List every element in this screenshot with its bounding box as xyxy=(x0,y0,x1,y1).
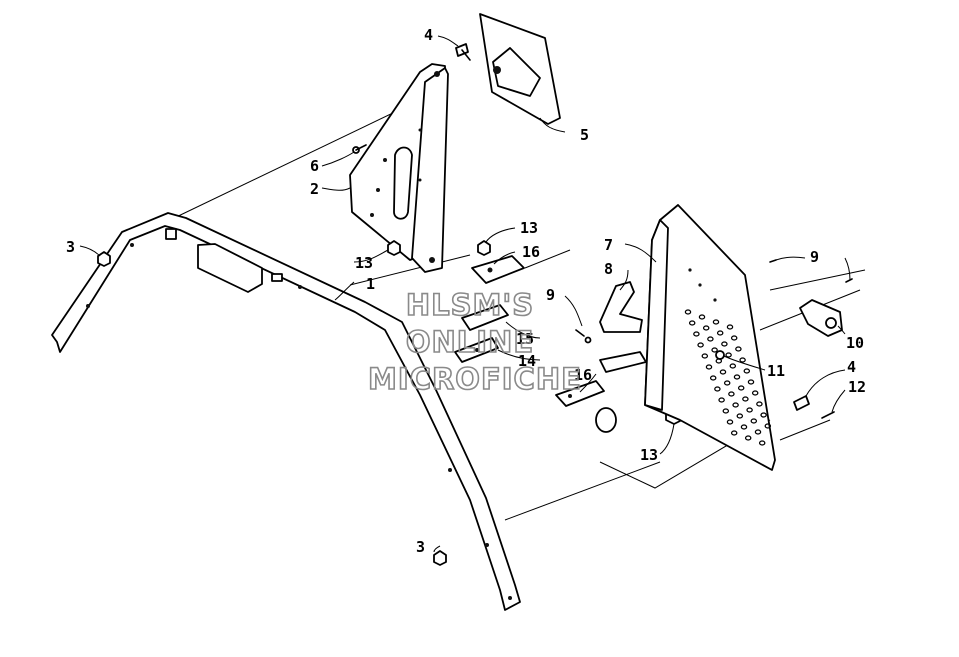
pin-12 xyxy=(821,411,835,419)
callout-1: 1 xyxy=(366,275,375,293)
ventilation-hole xyxy=(712,319,720,325)
ventilation-hole xyxy=(726,324,734,330)
callout-4-upper: 4 xyxy=(424,26,433,44)
callout-13-center: 13 xyxy=(520,219,538,237)
ventilation-hole xyxy=(714,386,721,392)
ventilation-hole xyxy=(721,341,728,347)
ventilation-hole xyxy=(743,368,751,374)
ventilation-hole xyxy=(736,413,744,419)
callout-9-left: 9 xyxy=(546,286,555,304)
washer-11 xyxy=(715,350,725,360)
ventilation-hole xyxy=(746,407,753,413)
ventilation-hole xyxy=(733,374,741,380)
ventilation-hole xyxy=(701,353,709,359)
callout-3-upper: 3 xyxy=(66,238,75,256)
pin-9-left xyxy=(575,329,592,344)
callout-9-right: 9 xyxy=(810,248,819,266)
ventilation-hole xyxy=(739,357,746,363)
ventilation-hole xyxy=(751,390,759,396)
ventilation-hole xyxy=(722,408,730,414)
right-side-panel xyxy=(644,204,776,471)
callout-labels: 1 2 3 3 4 4 5 6 7 8 9 9 10 11 12 13 13 1… xyxy=(66,26,866,556)
ventilation-hole xyxy=(756,401,763,407)
ventilation-hole xyxy=(726,419,734,425)
callout-16-lower: 16 xyxy=(574,366,592,384)
callout-4-right: 4 xyxy=(847,358,856,376)
watermark-line-2: ONLINE xyxy=(406,325,534,359)
mirror-deflector xyxy=(479,13,561,125)
pin-9-right xyxy=(769,259,853,283)
latch-bracket-10 xyxy=(799,299,843,337)
washer-lower xyxy=(595,407,617,433)
ventilation-holes xyxy=(684,309,772,446)
callout-8: 8 xyxy=(604,260,613,278)
ventilation-hole xyxy=(716,330,724,336)
ventilation-hole xyxy=(737,385,745,391)
bracket-15 xyxy=(461,304,509,331)
watermark: HLSM'S ONLINE MICROFICHE xyxy=(367,287,582,397)
ventilation-hole xyxy=(758,440,766,446)
watermark-line-3: MICROFICHE xyxy=(368,362,582,396)
ventilation-hole xyxy=(725,352,732,358)
ventilation-hole xyxy=(732,402,739,408)
bolt-4-right xyxy=(793,395,810,411)
ventilation-hole xyxy=(754,429,762,435)
ventilation-hole xyxy=(707,336,714,342)
nut-13-center xyxy=(477,240,491,256)
callout-12: 12 xyxy=(848,378,866,396)
ventilation-hole xyxy=(711,347,718,353)
callout-3-lower: 3 xyxy=(416,538,425,556)
watermark-line-1: HLSM'S xyxy=(406,288,534,322)
ventilation-hole xyxy=(693,331,700,337)
bracket-16-lower xyxy=(555,380,605,407)
ventilation-hole xyxy=(730,430,738,436)
ventilation-hole xyxy=(730,335,738,341)
nut-3-lower xyxy=(433,550,447,566)
ventilation-hole xyxy=(709,375,717,381)
left-side-panel xyxy=(349,63,449,273)
callout-13-lower: 13 xyxy=(640,446,658,464)
screw-6 xyxy=(352,144,367,154)
ventilation-hole xyxy=(735,346,742,352)
ventilation-hole xyxy=(742,396,749,402)
ventilation-hole xyxy=(698,314,706,320)
ventilation-hole xyxy=(702,325,710,331)
ventilation-hole xyxy=(744,435,752,441)
ventilation-hole xyxy=(750,418,758,424)
bolt-top xyxy=(455,43,471,61)
hinge-bracket-8 xyxy=(599,281,647,373)
ventilation-hole xyxy=(728,391,735,397)
callout-5: 5 xyxy=(580,126,589,144)
callout-11: 11 xyxy=(767,362,785,380)
ventilation-hole xyxy=(740,424,748,430)
callout-14: 14 xyxy=(518,352,536,370)
ventilation-hole xyxy=(719,369,727,375)
nut-13-left xyxy=(387,240,401,256)
callout-15: 15 xyxy=(516,330,534,348)
callout-7: 7 xyxy=(604,236,613,254)
callout-2: 2 xyxy=(310,180,319,198)
ventilation-hole xyxy=(705,364,713,370)
callout-13-left: 13 xyxy=(355,254,373,272)
ventilation-hole xyxy=(723,380,731,386)
ventilation-hole xyxy=(718,397,725,403)
nut-3-upper xyxy=(97,251,111,267)
ventilation-hole xyxy=(697,342,704,348)
bracket-14 xyxy=(454,337,499,363)
callout-10: 10 xyxy=(846,334,864,352)
frame-tube xyxy=(51,212,521,611)
leader-lines xyxy=(79,35,851,553)
ventilation-hole xyxy=(684,309,692,315)
ventilation-hole xyxy=(764,423,772,429)
ventilation-hole xyxy=(729,363,737,369)
ventilation-hole xyxy=(688,320,696,326)
ventilation-hole xyxy=(760,412,767,418)
callout-6: 6 xyxy=(310,157,319,175)
ventilation-hole xyxy=(747,379,755,385)
callout-16-upper: 16 xyxy=(522,243,540,261)
